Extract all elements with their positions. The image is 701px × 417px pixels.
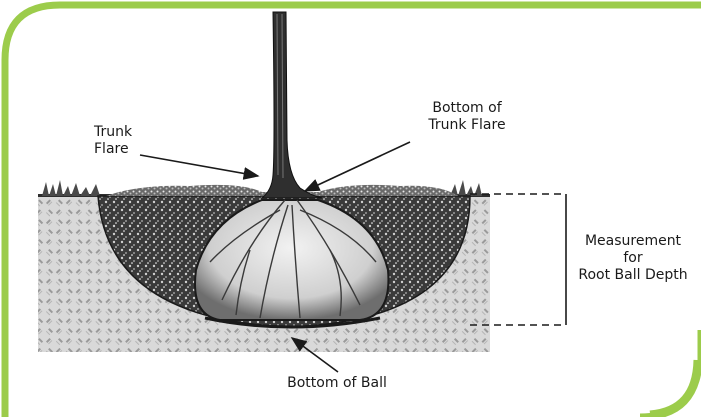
bottom-of-trunk-flare-line1: Bottom of	[412, 100, 522, 117]
measurement-line2: for	[570, 250, 696, 267]
bottom-trunk-flare-arrow	[305, 142, 410, 191]
grass-left	[42, 180, 100, 196]
trunk-flare-label: Trunk Flare	[94, 124, 132, 158]
trunk	[262, 12, 322, 198]
bottom-of-trunk-flare-label: Bottom of Trunk Flare	[412, 100, 522, 134]
trunk-flare-line1: Trunk	[94, 124, 132, 141]
measurement-label: Measurement for Root Ball Depth	[570, 233, 696, 284]
measurement-line3: Root Ball Depth	[570, 267, 696, 284]
trunk-flare-arrow	[140, 155, 258, 176]
trunk-flare-line2: Flare	[94, 141, 132, 158]
grass-right	[450, 180, 482, 196]
frame-corner-br	[650, 360, 697, 414]
bottom-of-ball-label: Bottom of Ball	[272, 375, 402, 392]
measurement-line1: Measurement	[570, 233, 696, 250]
bottom-of-trunk-flare-line2: Trunk Flare	[412, 117, 522, 134]
